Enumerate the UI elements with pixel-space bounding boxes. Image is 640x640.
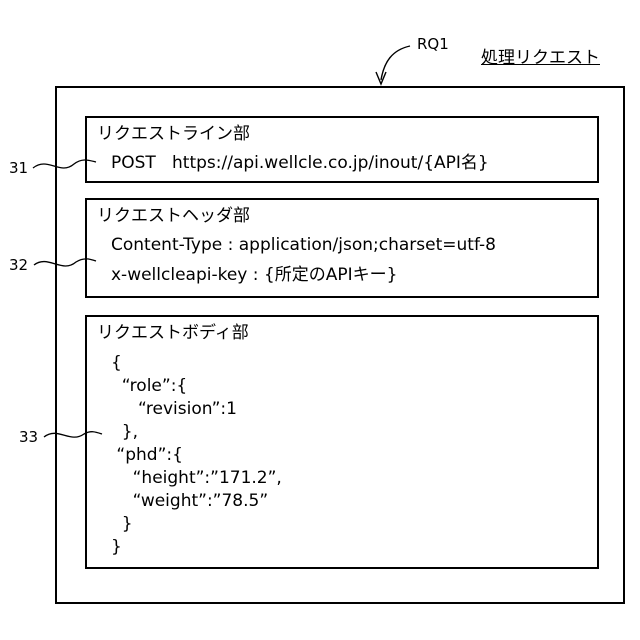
body-line: } [111, 536, 122, 559]
header-line-api-key: x-wellcleapi-key : {所定のAPIキー} [111, 264, 397, 287]
ref-32: 32 [9, 256, 28, 274]
request-body-box [85, 315, 599, 569]
ref-31: 31 [9, 159, 28, 177]
body-line: }, [111, 421, 138, 444]
request-header-heading: リクエストヘッダ部 [97, 205, 250, 228]
request-body-heading: リクエストボディ部 [97, 322, 249, 345]
ref-33: 33 [19, 428, 38, 446]
request-line-text: POST https://api.wellcle.co.jp/inout/{AP… [111, 152, 489, 175]
request-line-heading: リクエストライン部 [97, 123, 250, 146]
body-line: “revision”:1 [111, 398, 237, 421]
body-line: “role”:{ [111, 375, 187, 398]
body-line: “height”:”171.2”, [111, 467, 282, 490]
body-line: “weight”:”78.5” [111, 490, 268, 513]
body-line: { [111, 352, 122, 375]
body-line: } [111, 513, 133, 536]
header-line-content-type: Content-Type : application/json;charset=… [111, 234, 496, 257]
body-line: “phd”:{ [111, 444, 183, 467]
